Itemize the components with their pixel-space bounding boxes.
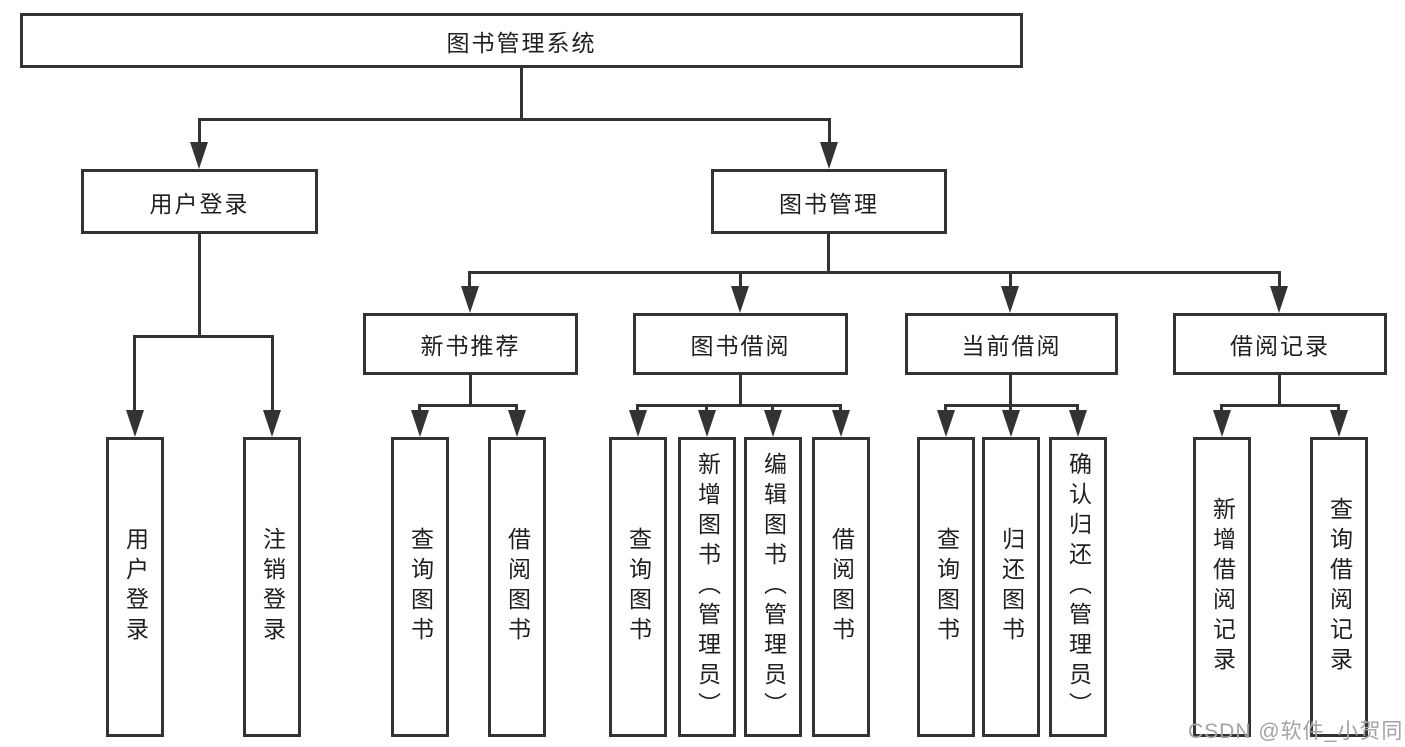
arrowhead-leaf-query-books-borrowing bbox=[629, 410, 647, 437]
leaf-confirm-return-admin: 确认归还（管理员） bbox=[1049, 437, 1107, 737]
leaf-borrow-books: 借阅图书 bbox=[812, 437, 870, 737]
leaf-edit-books-admin: 编辑图书（管理员） bbox=[744, 437, 802, 737]
arrowhead-leaf-logout bbox=[263, 410, 281, 437]
connector-current-stem bbox=[1009, 375, 1012, 406]
arrowhead-book-management bbox=[820, 142, 838, 169]
leaf-logout-label: 注销登录 bbox=[259, 527, 286, 647]
connector-borrowing-bar bbox=[638, 404, 842, 407]
arrowhead-leaf-query-books-recommend bbox=[411, 410, 429, 437]
node-borrowing-records-label: 借阅记录 bbox=[1230, 333, 1330, 359]
arrowhead-current-borrowing bbox=[1001, 286, 1019, 313]
connector-root-bar bbox=[198, 118, 831, 121]
node-user-login-label: 用户登录 bbox=[149, 190, 250, 217]
arrowhead-user-login bbox=[190, 142, 208, 169]
connector-borrowing-stem bbox=[739, 375, 742, 406]
arrowhead-leaf-return-books bbox=[1002, 410, 1020, 437]
connector-root-stem bbox=[520, 68, 523, 120]
node-new-book-recommend: 新书推荐 bbox=[363, 313, 578, 375]
node-user-login: 用户登录 bbox=[81, 169, 318, 234]
leaf-add-books-admin: 新增图书（管理员） bbox=[678, 437, 736, 737]
connector-bookmgmt-shaft-1 bbox=[468, 271, 471, 293]
leaf-borrow-books-recommend-label: 借阅图书 bbox=[504, 527, 531, 647]
node-book-management: 图书管理 bbox=[711, 169, 947, 234]
arrowhead-leaf-borrow-books bbox=[832, 410, 850, 437]
leaf-return-books-label: 归还图书 bbox=[998, 527, 1025, 647]
connector-records-stem bbox=[1278, 375, 1281, 406]
leaf-query-books-current-label: 查询图书 bbox=[933, 527, 960, 647]
arrowhead-new-book-recommend bbox=[461, 286, 479, 313]
connector-bookmgmt-shaft-2 bbox=[739, 271, 742, 293]
leaf-query-books-recommend: 查询图书 bbox=[391, 437, 449, 737]
connector-userlogin-stem bbox=[198, 234, 201, 337]
arrowhead-leaf-borrow-books-recommend bbox=[508, 410, 526, 437]
leaf-user-login-label: 用户登录 bbox=[122, 527, 149, 647]
connector-records-bar bbox=[1221, 404, 1339, 407]
leaf-add-borrow-record-label: 新增借阅记录 bbox=[1209, 497, 1236, 677]
connector-userlogin-shaft-1 bbox=[133, 335, 136, 415]
leaf-query-books-borrowing: 查询图书 bbox=[609, 437, 667, 737]
leaf-borrow-books-recommend: 借阅图书 bbox=[488, 437, 546, 737]
csdn-watermark: CSDN @软件_小贺同学 bbox=[1188, 720, 1405, 743]
connector-bookmgmt-bar bbox=[470, 271, 1281, 274]
leaf-query-books-current: 查询图书 bbox=[917, 437, 975, 737]
arrowhead-book-borrowing bbox=[731, 286, 749, 313]
arrowhead-leaf-confirm-return bbox=[1069, 410, 1087, 437]
arrowhead-leaf-add-borrow-record bbox=[1213, 410, 1231, 437]
connector-bookmgmt-shaft-4 bbox=[1278, 271, 1281, 293]
leaf-query-borrow-record-label: 查询借阅记录 bbox=[1326, 497, 1353, 677]
node-new-book-recommend-label: 新书推荐 bbox=[420, 333, 521, 359]
connector-bookmgmt-stem bbox=[827, 234, 830, 273]
leaf-query-borrow-record: 查询借阅记录 bbox=[1310, 437, 1368, 737]
arrowhead-borrowing-records bbox=[1270, 286, 1288, 313]
node-current-borrowing-label: 当前借阅 bbox=[961, 333, 1062, 359]
leaf-confirm-return-admin-label: 确认归还（管理员） bbox=[1065, 452, 1092, 722]
connector-recommend-bar bbox=[419, 404, 518, 407]
leaf-add-borrow-record: 新增借阅记录 bbox=[1193, 437, 1251, 737]
node-root: 图书管理系统 bbox=[20, 13, 1023, 68]
node-root-label: 图书管理系统 bbox=[446, 29, 597, 56]
connector-userlogin-shaft-2 bbox=[271, 335, 274, 415]
arrowhead-leaf-user-login bbox=[126, 410, 144, 437]
leaf-logout: 注销登录 bbox=[243, 437, 301, 737]
connector-root-right-shaft bbox=[828, 118, 831, 148]
connector-root-left-shaft bbox=[198, 118, 201, 148]
leaf-query-books-borrowing-label: 查询图书 bbox=[625, 527, 652, 647]
arrowhead-leaf-query-books-current bbox=[937, 410, 955, 437]
node-book-borrowing-label: 图书借阅 bbox=[690, 333, 791, 359]
leaf-borrow-books-label: 借阅图书 bbox=[828, 527, 855, 647]
connector-current-bar bbox=[945, 404, 1079, 407]
connector-userlogin-bar bbox=[134, 335, 274, 338]
leaf-user-login: 用户登录 bbox=[106, 437, 164, 737]
node-current-borrowing: 当前借阅 bbox=[905, 313, 1118, 375]
leaf-return-books: 归还图书 bbox=[982, 437, 1040, 737]
leaf-add-books-admin-label: 新增图书（管理员） bbox=[694, 452, 721, 722]
arrowhead-leaf-query-borrow-record bbox=[1330, 410, 1348, 437]
arrowhead-leaf-add-books-admin bbox=[698, 410, 716, 437]
node-borrowing-records: 借阅记录 bbox=[1173, 313, 1387, 375]
leaf-edit-books-admin-label: 编辑图书（管理员） bbox=[760, 452, 787, 722]
leaf-query-books-recommend-label: 查询图书 bbox=[407, 527, 434, 647]
connector-recommend-stem bbox=[469, 375, 472, 406]
node-book-borrowing: 图书借阅 bbox=[633, 313, 848, 375]
node-book-management-label: 图书管理 bbox=[779, 190, 879, 217]
connector-bookmgmt-shaft-3 bbox=[1009, 271, 1012, 293]
arrowhead-leaf-edit-books-admin bbox=[764, 410, 782, 437]
